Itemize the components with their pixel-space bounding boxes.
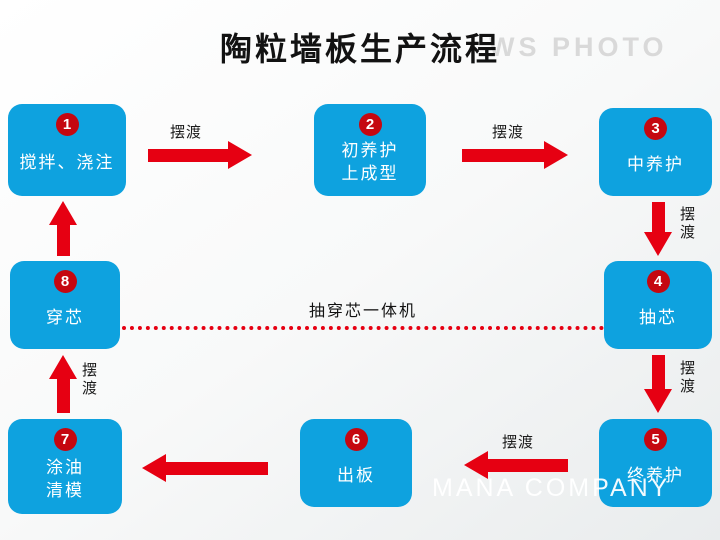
arrow-head-up-icon [49, 355, 77, 379]
edge-label-transfer: 摆渡 [678, 360, 695, 396]
watermark-top: WS PHOTO [489, 32, 668, 62]
node-label: 搅拌、浇注 [20, 136, 115, 196]
node-step-2: 2 初养护 上成型 [314, 104, 426, 196]
node-step-1: 1 搅拌、浇注 [8, 104, 126, 196]
arrow-head-down-icon [644, 232, 672, 256]
node-label-line: 中养护 [627, 154, 684, 174]
arrow-head-left-icon [142, 454, 166, 482]
edge-label-transfer: 摆渡 [492, 124, 525, 141]
node-label-line: 初养护 [341, 141, 399, 161]
dotted-connector-step8-step4 [122, 326, 604, 330]
node-label: 穿芯 [46, 293, 84, 349]
node-step-6: 6 出板 [300, 419, 412, 507]
arrow-shaft [148, 148, 228, 162]
arrow-head-right-icon [228, 141, 252, 169]
arrow-step8-to-step1 [49, 201, 77, 256]
step-number-badge: 5 [644, 428, 667, 451]
node-label: 终养护 [627, 451, 684, 507]
arrow-shaft [166, 461, 268, 475]
arrow-step3-to-step4 [644, 202, 672, 256]
node-label-line: 终养护 [627, 465, 684, 485]
step-number-badge: 6 [344, 428, 368, 451]
node-label: 初养护 上成型 [342, 136, 399, 196]
node-label-line: 抽芯 [639, 307, 677, 327]
arrow-head-up-icon [49, 201, 77, 225]
step-number-badge: 7 [53, 428, 77, 451]
arrow-step1-to-step2 [148, 141, 252, 169]
node-label: 出板 [337, 451, 375, 507]
node-label-line: 出板 [337, 465, 375, 485]
edge-label-transfer: 摆渡 [678, 206, 695, 242]
node-label-line: 搅拌、浇注 [19, 152, 115, 172]
node-label-line: 清模 [46, 480, 84, 500]
page-title: 陶粒墙板生产流程 [219, 31, 501, 67]
node-step-3: 3 中养护 [599, 108, 712, 196]
arrow-shaft [56, 379, 70, 413]
node-step-8: 8 穿芯 [10, 261, 120, 349]
node-step-4: 4 抽芯 [604, 261, 712, 349]
arrow-shaft [56, 225, 70, 256]
arrow-head-left-icon [464, 451, 488, 479]
arrow-step7-to-step8 [49, 355, 77, 413]
arrow-step6-to-step7 [142, 454, 268, 482]
arrow-head-right-icon [544, 141, 568, 169]
node-label: 中养护 [627, 140, 684, 196]
arrow-step2-to-step3 [462, 141, 568, 169]
watermark-bottom: MANA COMPANY [432, 474, 671, 502]
machine-label: 抽穿芯一体机 [308, 303, 418, 320]
arrow-shaft [651, 355, 665, 389]
node-label-line: 穿芯 [46, 307, 84, 327]
step-number-badge: 2 [358, 113, 382, 136]
node-label-line: 上成型 [341, 164, 399, 183]
step-number-badge: 1 [55, 113, 79, 136]
arrow-step4-to-step5 [644, 355, 672, 413]
arrow-shaft [488, 458, 568, 472]
arrow-head-down-icon [644, 389, 672, 413]
step-number-badge: 8 [53, 270, 77, 293]
edge-label-transfer: 摆渡 [170, 124, 203, 141]
node-label: 涂油 清模 [46, 451, 84, 514]
node-step-5: 5 终养护 [599, 419, 712, 507]
arrow-shaft [462, 148, 544, 162]
edge-label-transfer: 摆渡 [502, 434, 535, 451]
arrow-shaft [651, 202, 665, 232]
arrow-step5-to-step6 [464, 451, 568, 479]
node-step-7: 7 涂油 清模 [8, 419, 122, 514]
node-label: 抽芯 [639, 293, 677, 349]
step-number-badge: 4 [646, 270, 670, 293]
step-number-badge: 3 [644, 117, 667, 140]
edge-label-transfer: 摆渡 [80, 362, 97, 398]
node-label-line: 涂油 [46, 457, 84, 477]
